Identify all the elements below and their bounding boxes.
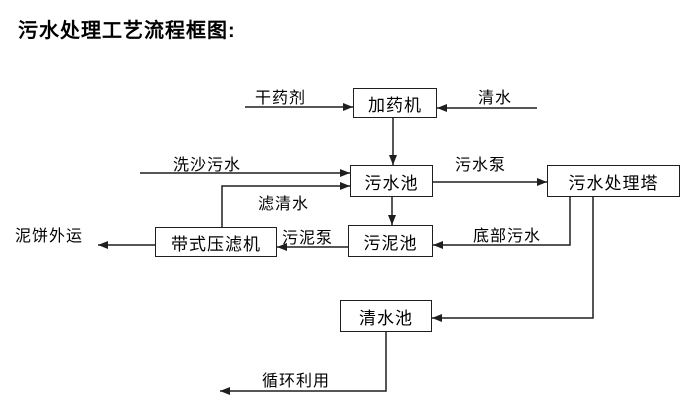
edge-label-mud-cake-out: 泥饼外运: [15, 228, 84, 245]
node-sewage-pool: 污水池: [350, 165, 433, 197]
edge-label-dry-agent: 干药剂: [255, 90, 307, 107]
edge-label-recycling: 循环利用: [262, 373, 331, 390]
node-sludge-pool: 污泥池: [348, 225, 433, 257]
edge-label-filtered-water: 滤清水: [258, 196, 310, 213]
edge-label-sewage-pump: 污水泵: [455, 157, 507, 174]
edge-label-sand-washing-sewage: 洗沙污水: [173, 157, 242, 174]
arrow-tower-to-clean-water-pool: [432, 197, 594, 322]
arrow-clean-water-pool-to-recycling: [220, 332, 387, 395]
node-dosing-machine: 加药机: [353, 88, 437, 118]
edge-label-bottom-sewage: 底部污水: [473, 228, 542, 245]
node-sewage-treatment-tower: 污水处理塔: [547, 165, 680, 197]
arrow-tower-to-sludge-pool: [433, 197, 571, 249]
arrow-filtered-water-to-sewage-pool: [221, 182, 350, 227]
page-title: 污水处理工艺流程框图:: [18, 20, 236, 42]
edge-label-clean-water: 清水: [478, 90, 513, 107]
node-belt-filter-press: 带式压滤机: [155, 227, 277, 257]
node-clean-water-pool: 清水池: [340, 300, 432, 332]
edge-label-sludge-pump: 污泥泵: [282, 230, 334, 247]
